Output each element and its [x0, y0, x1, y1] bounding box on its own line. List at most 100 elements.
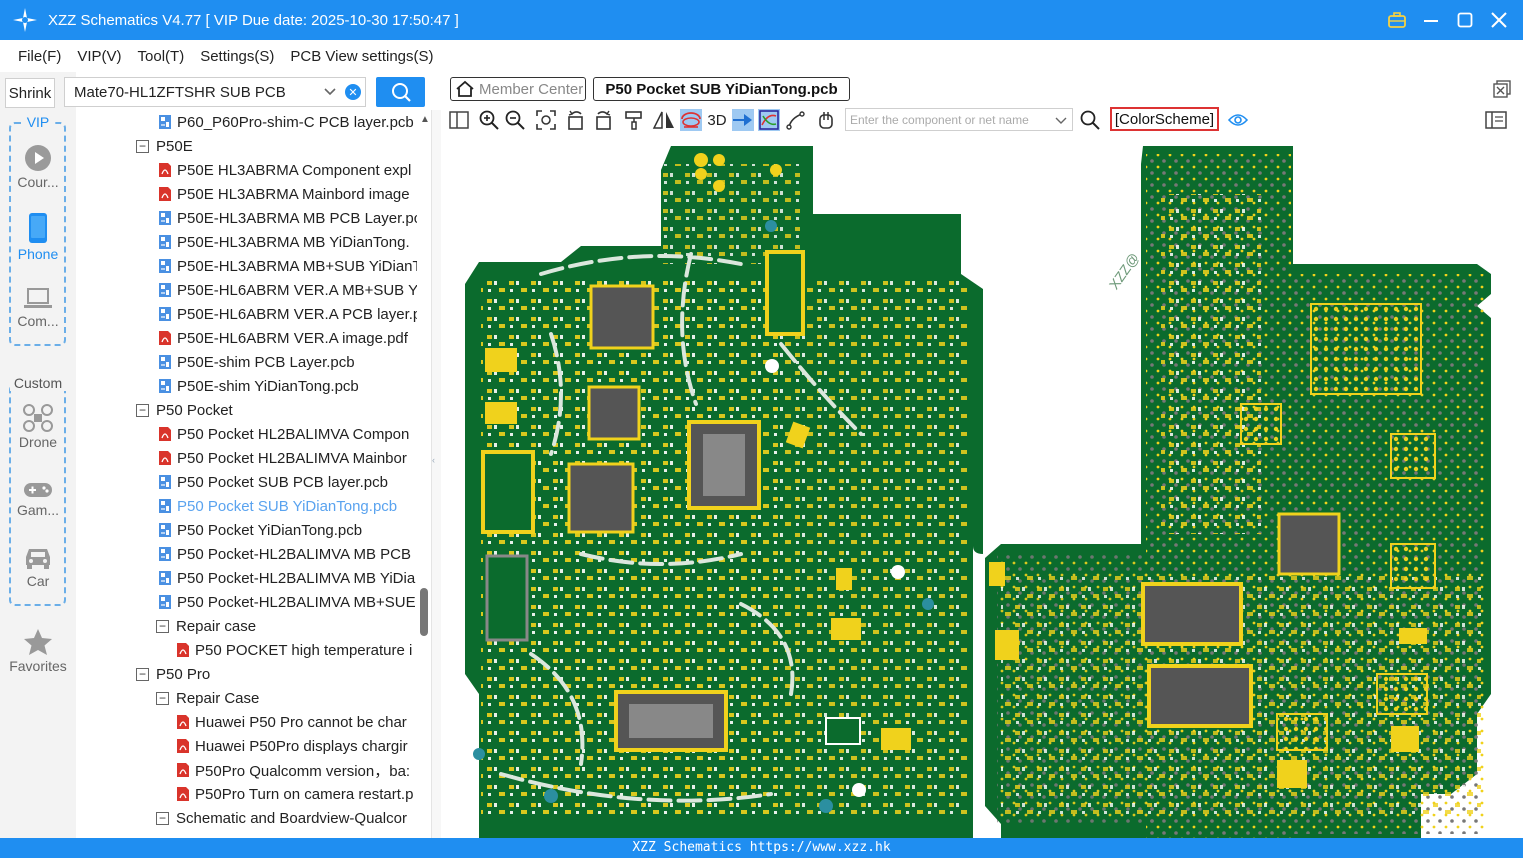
- tree-file-item[interactable]: P50E-shim PCB Layer.pcb: [158, 350, 355, 374]
- collapse-toggle-icon[interactable]: −: [156, 811, 169, 825]
- nav-courses[interactable]: Cour...: [0, 144, 76, 190]
- tree-file-item[interactable]: P50 Pocket-HL2BALIMVA MB+SUE: [158, 590, 416, 614]
- tree-file-item[interactable]: P50E-HL3ABRMA MB+SUB YiDianT: [158, 254, 422, 278]
- search-button[interactable]: [376, 77, 425, 107]
- nav-phone[interactable]: Phone: [0, 212, 76, 262]
- nav-computer[interactable]: Com...: [0, 287, 76, 329]
- tree-file-item[interactable]: P50 Pocket YiDianTong.pcb: [158, 518, 362, 542]
- tree-file-item[interactable]: P50 POCKET high temperature i: [176, 638, 412, 662]
- pdf-file-icon: [158, 330, 172, 346]
- minimize-button[interactable]: [1421, 10, 1441, 30]
- tree-file-item[interactable]: P50 Pocket HL2BALIMVA Compon: [158, 422, 409, 446]
- collapse-toggle-icon[interactable]: −: [136, 403, 149, 417]
- menu-tool[interactable]: Tool(T): [137, 47, 185, 65]
- nav-favorites[interactable]: Favorites: [0, 628, 76, 674]
- nav-game[interactable]: Gam...: [0, 480, 76, 518]
- nav-car[interactable]: Car: [0, 545, 76, 589]
- collapse-toggle-icon[interactable]: −: [156, 691, 169, 705]
- tree-file-item[interactable]: P50 Pocket HL2BALIMVA Mainbor: [158, 446, 407, 470]
- toggle-sidebar-icon[interactable]: [448, 109, 470, 131]
- tree-file-item[interactable]: P50 Pocket-HL2BALIMVA MB YiDia: [158, 566, 415, 590]
- net-highlight-icon[interactable]: [680, 109, 702, 131]
- tree-file-item[interactable]: P50E-shim YiDianTong.pcb: [158, 374, 359, 398]
- close-button[interactable]: [1489, 10, 1509, 30]
- status-bar: XZZ Schematics https://www.xzz.hk: [0, 838, 1523, 858]
- brush-icon[interactable]: [623, 109, 645, 131]
- color-scheme-button[interactable]: [ColorScheme]: [1110, 107, 1219, 131]
- model-search-input[interactable]: Mate70-HL1ZFTSHR SUB PCB ✕: [64, 77, 366, 107]
- tree-file-item[interactable]: P50E-HL3ABRMA MB YiDianTong.: [158, 230, 410, 254]
- tree-file-item[interactable]: P50E HL3ABRMA Mainbord image: [158, 182, 410, 206]
- tree-file-item[interactable]: P50Pro Qualcomm version，ba:: [176, 758, 410, 782]
- close-tab-icon[interactable]: [1493, 80, 1511, 98]
- tree-file-item[interactable]: Huawei P50 Pro cannot be char: [176, 710, 407, 734]
- collapse-toggle-icon[interactable]: −: [136, 139, 149, 153]
- tree-folder[interactable]: −Repair case: [156, 614, 256, 638]
- eye-icon[interactable]: [1227, 109, 1249, 131]
- tree-item-label: P50E-HL3ABRMA MB YiDianTong.: [177, 233, 410, 251]
- pin-mode-icon[interactable]: [732, 109, 754, 131]
- tree-folder[interactable]: −Repair Case: [156, 686, 259, 710]
- tree-file-item[interactable]: P50 Pocket-HL2BALIMVA MB PCB: [158, 542, 411, 566]
- component-search-input[interactable]: Enter the component or net name: [845, 108, 1073, 131]
- pcb-canvas[interactable]: XZZ@: [441, 134, 1523, 854]
- nav-phone-label: Phone: [17, 246, 59, 262]
- rotate-right-icon[interactable]: [592, 109, 614, 131]
- chevron-down-icon[interactable]: [323, 84, 337, 98]
- maximize-button[interactable]: [1455, 10, 1475, 30]
- tab-pcb-file[interactable]: P50 Pocket SUB YiDianTong.pcb: [593, 77, 850, 101]
- menu-pcb-view-settings[interactable]: PCB View settings(S): [290, 47, 434, 65]
- menu-settings[interactable]: Settings(S): [200, 47, 275, 65]
- tree-file-item[interactable]: P50E HL3ABRMA Component expl: [158, 158, 411, 182]
- component-search-icon[interactable]: [1079, 109, 1101, 131]
- zoom-out-icon[interactable]: [504, 109, 526, 131]
- tree-item-label: P50E-HL3ABRMA MB PCB Layer.pc: [177, 209, 422, 227]
- nav-drone[interactable]: Drone: [0, 404, 76, 450]
- tree-folder[interactable]: −Schematic and Boardview-Qualcor: [156, 806, 407, 830]
- collapse-toggle-icon[interactable]: −: [136, 667, 149, 681]
- rotate-left-icon[interactable]: [565, 109, 587, 131]
- fit-view-icon[interactable]: [535, 109, 557, 131]
- tree-scrollbar[interactable]: ▲: [417, 110, 431, 838]
- clear-search-icon[interactable]: ✕: [345, 84, 361, 100]
- pcb-file-icon: [158, 570, 172, 586]
- vip-briefcase-icon[interactable]: [1387, 10, 1407, 30]
- tree-file-item[interactable]: P50E-HL6ABRM VER.A PCB layer.p: [158, 302, 421, 326]
- tree-folder[interactable]: −P50 Pocket: [136, 398, 233, 422]
- tree-file-item[interactable]: P50E-HL6ABRM VER.A image.pdf: [158, 326, 408, 350]
- tree-file-item[interactable]: P50E-HL3ABRMA MB PCB Layer.pc: [158, 206, 422, 230]
- tree-file-item[interactable]: P60_P60Pro-shim-C PCB layer.pcb: [158, 110, 414, 134]
- menu-vip[interactable]: VIP(V): [77, 47, 122, 65]
- tree-file-item[interactable]: P50E-HL6ABRM VER.A MB+SUB Yi: [158, 278, 421, 302]
- tab-bar: Member Center P50 Pocket SUB YiDianTong.…: [441, 72, 1523, 106]
- tree-item-label: Schematic and Boardview-Qualcor: [176, 809, 407, 827]
- trace-view-icon[interactable]: [758, 109, 780, 131]
- pcb-board-view[interactable]: XZZ@: [441, 134, 1523, 854]
- side-panel-icon[interactable]: [1485, 109, 1507, 131]
- measure-tool-icon[interactable]: [785, 109, 807, 131]
- flip-board-icon[interactable]: [652, 109, 675, 131]
- pdf-file-icon: [176, 786, 190, 802]
- hand-tool-icon[interactable]: [815, 109, 837, 131]
- scrollbar-thumb[interactable]: [420, 588, 428, 636]
- scroll-up-icon[interactable]: ▲: [420, 114, 430, 125]
- tab-member-center[interactable]: Member Center: [450, 77, 586, 101]
- zoom-in-icon[interactable]: [478, 109, 500, 131]
- panel-splitter[interactable]: ‹: [431, 110, 441, 838]
- menu-file[interactable]: File(F): [18, 47, 62, 65]
- chevron-down-icon[interactable]: [1055, 114, 1067, 126]
- vip-group-label: VIP: [21, 114, 55, 130]
- tree-file-item[interactable]: Huawei P50Pro displays chargir: [176, 734, 408, 758]
- pcb-file-icon: [158, 522, 172, 538]
- tree-file-item[interactable]: P50 Pocket SUB PCB layer.pcb: [158, 470, 388, 494]
- tree-file-item[interactable]: P50Pro Turn on camera restart.p: [176, 782, 413, 806]
- collapse-toggle-icon[interactable]: −: [156, 619, 169, 633]
- tree-folder[interactable]: −P50E: [136, 134, 193, 158]
- shrink-button[interactable]: Shrink: [5, 78, 55, 108]
- tree-file-item[interactable]: P50 Pocket SUB YiDianTong.pcb: [158, 494, 397, 518]
- tree-folder[interactable]: −P50 Pro: [136, 662, 210, 686]
- menu-bar: File(F) VIP(V) Tool(T) Settings(S) PCB V…: [0, 40, 1523, 72]
- collapse-panel-icon[interactable]: ‹: [432, 455, 435, 465]
- laptop-icon: [24, 288, 52, 308]
- 3d-view-button[interactable]: 3D: [707, 111, 727, 129]
